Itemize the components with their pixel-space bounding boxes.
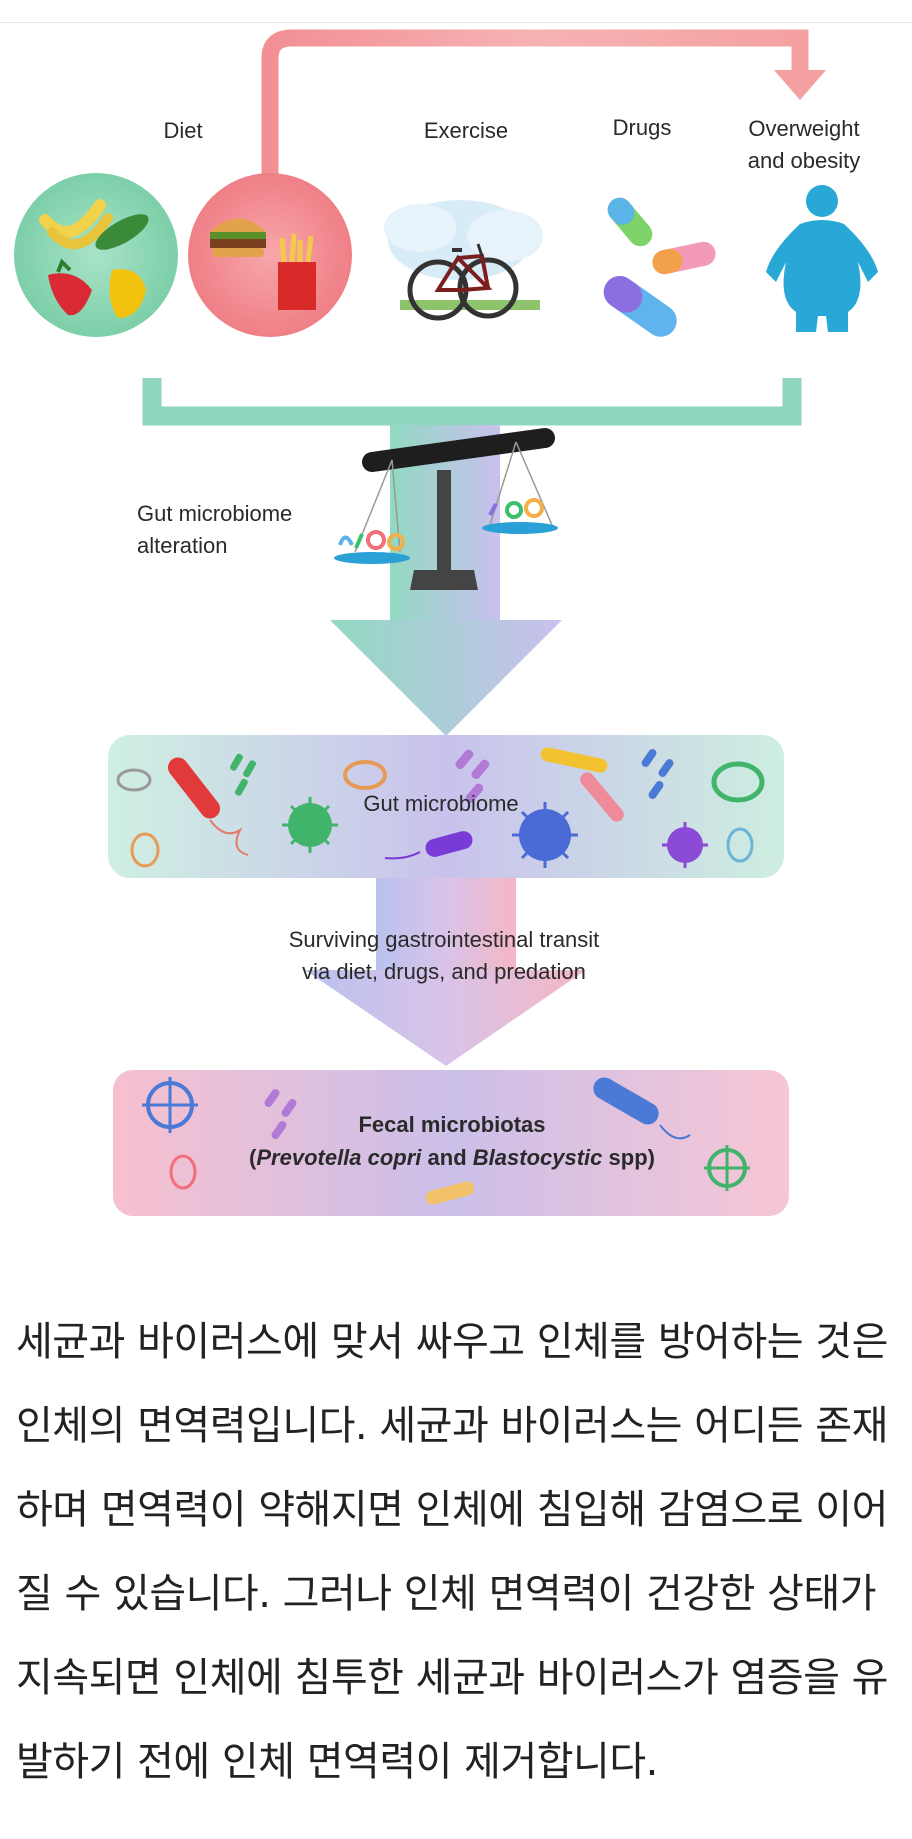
person-obese-icon	[766, 185, 878, 332]
burger-fries-icon	[188, 173, 352, 337]
fecal-label-line1: Fecal microbiotas	[358, 1112, 545, 1137]
gut-microbiome-diagram: Diet Exercise Drugs Overweight and obesi…	[14, 29, 878, 1216]
fecal-paren-close: spp)	[602, 1145, 655, 1170]
fecal-microbiota-band: Fecal microbiotas (Prevotella copri and …	[113, 1070, 789, 1216]
top-divider	[0, 22, 912, 23]
species-blastocystic: Blastocystic	[473, 1145, 603, 1170]
species-prevotella: Prevotella copri	[256, 1145, 422, 1170]
transit-label-line2: via diet, drugs, and predation	[302, 959, 586, 984]
transit-arrow	[305, 878, 586, 1066]
gut-microbiome-band: Gut microbiome	[108, 735, 784, 878]
diet-to-obesity-arrow	[261, 29, 826, 185]
pills-icon	[603, 197, 716, 337]
fecal-paren-open: (	[249, 1145, 257, 1170]
bacteria-icon	[116, 747, 765, 868]
label-drugs: Drugs	[613, 115, 672, 140]
factors-bracket	[142, 378, 802, 426]
balance-scale-icon	[334, 428, 558, 590]
label-exercise: Exercise	[424, 118, 508, 143]
fecal-label-line2: (Prevotella copri and Blastocystic spp)	[249, 1145, 655, 1170]
label-diet: Diet	[163, 118, 202, 143]
gut-microbiome-label: Gut microbiome	[363, 791, 518, 816]
label-obesity-line1: Overweight	[748, 116, 859, 141]
alteration-label-line1: Gut microbiome	[137, 501, 292, 526]
alteration-label-line2: alteration	[137, 533, 228, 558]
bicycle-icon	[384, 200, 543, 321]
transit-label-line1: Surviving gastrointestinal transit	[289, 927, 600, 952]
fruit-vegetable-icon	[14, 173, 178, 337]
article-paragraph: 세균과 바이러스에 맞서 싸우고 인체를 방어하는 것은 인체의 면역력입니다.…	[16, 1319, 888, 1785]
fecal-conjunction: and	[421, 1145, 472, 1170]
label-obesity-line2: and obesity	[748, 148, 861, 173]
bacteria-icon	[142, 1077, 750, 1205]
